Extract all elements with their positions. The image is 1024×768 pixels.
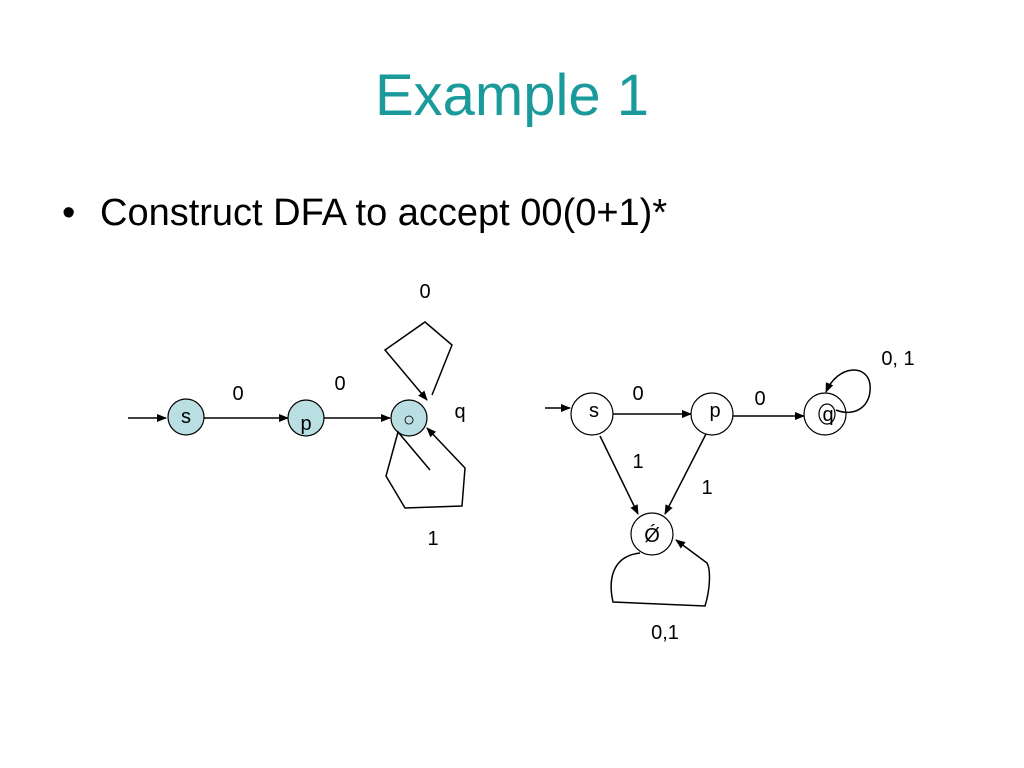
right-state-s-label: s: [589, 400, 599, 422]
bullet-item: • Construct DFA to accept 00(0+1)*: [62, 188, 667, 238]
left-state-q: [390, 399, 428, 437]
left-dfa: s 0 p 0 ○ q 0 1: [128, 281, 466, 550]
left-state-q-label: q: [454, 401, 465, 423]
left-state-s: [167, 398, 205, 436]
right-edge-s-dead: [599, 435, 639, 515]
right-state-p-label: p: [709, 400, 720, 422]
left-loop-q-top-label: 0: [419, 281, 430, 303]
left-loop-q-bottom: [385, 427, 466, 509]
right-edge-s-p-label: 0: [632, 383, 643, 405]
bullet-text: Construct DFA to accept 00(0+1)*: [100, 192, 668, 234]
right-loop-dead-label: 0,1: [651, 622, 679, 644]
right-loop-q-label: 0, 1: [881, 348, 914, 370]
right-edge-s-dead-label: 1: [632, 451, 643, 473]
right-state-q-label: q: [822, 404, 833, 426]
left-edge-p-q-label: 0: [334, 373, 345, 395]
right-state-q-inner-ring: [818, 403, 836, 425]
right-dfa: s 0 p 0 q 0, 1 1 1 Ǿ 0,1: [545, 348, 915, 644]
slide-title: Example 1: [374, 63, 650, 128]
left-state-q-glyph: ○: [403, 409, 415, 431]
right-edge-p-q-label: 0: [754, 388, 765, 410]
bullet-marker: •: [62, 192, 76, 234]
left-loop-q-bottom-label: 1: [427, 528, 438, 550]
right-state-p: [690, 392, 734, 436]
right-edge-p-dead: [664, 433, 707, 515]
right-edge-p-dead-label: 1: [701, 477, 712, 499]
left-state-p-label: p: [300, 413, 311, 435]
left-loop-q-top: [383, 321, 453, 401]
left-state-s-label: s: [181, 406, 191, 428]
right-loop-dead: [610, 539, 711, 607]
right-state-dead: [630, 512, 674, 556]
right-state-q: [803, 392, 847, 436]
left-edge-s-p-label: 0: [232, 383, 243, 405]
right-loop-q: [825, 369, 871, 414]
right-state-dead-label: Ǿ: [644, 524, 660, 547]
